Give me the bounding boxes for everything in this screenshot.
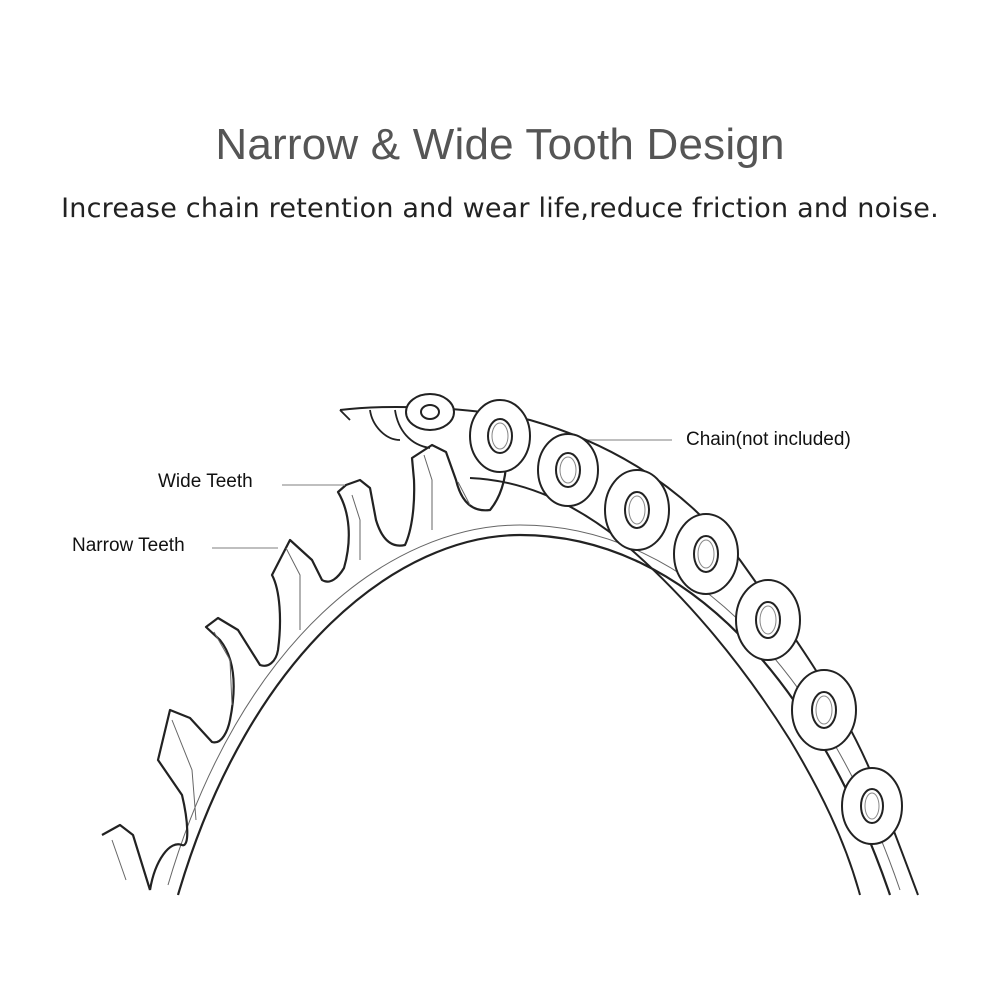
page-subtitle: Increase chain retention and wear life,r… (61, 193, 939, 224)
chain-label: Chain(not included) (686, 429, 851, 450)
chain-pin (860, 788, 884, 824)
chain-fragment (339, 409, 431, 449)
wide-teeth-label: Wide Teeth (158, 471, 253, 492)
narrow-teeth-label: Narrow Teeth (72, 535, 185, 556)
chain-pin-highlights (491, 422, 880, 820)
page-title: Narrow & Wide Tooth Design (215, 120, 785, 169)
chainring-teeth-profile (101, 443, 508, 891)
chain (339, 393, 919, 896)
teeth-bevel-lines (111, 454, 471, 881)
chainring-inner-edge-offset (167, 524, 901, 891)
chain-pin (420, 404, 440, 420)
